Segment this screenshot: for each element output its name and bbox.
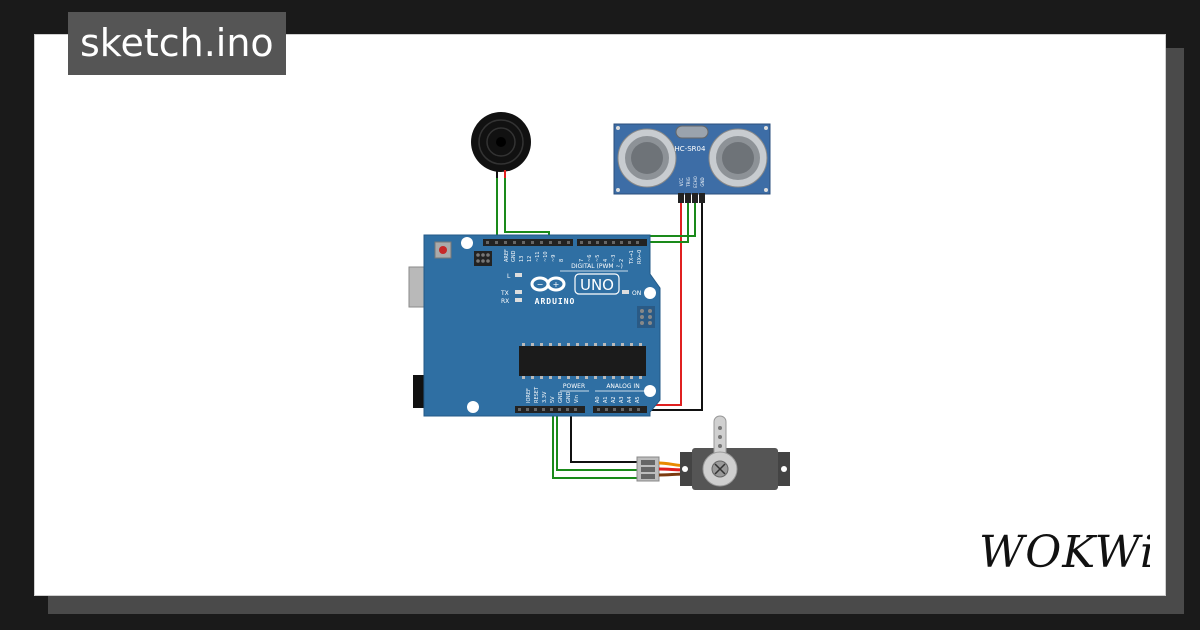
pin-label-4: 4 [603, 259, 609, 262]
pin-label-gnd2: GND [566, 391, 572, 403]
sensor-pin-echo-label: ECHO [693, 176, 698, 187]
pin-label-rx: RX←0 [637, 250, 643, 264]
pin-label-7: 7 [579, 259, 585, 262]
led-rx [515, 298, 522, 302]
pin-label-3v3: 3.3V [542, 391, 548, 403]
led-tx-label: TX [500, 290, 509, 297]
sensor-pin-trig-label: TRIG [686, 177, 691, 188]
led-rx-label: RX [501, 298, 509, 305]
board-brand-label: ARDUINO [535, 297, 576, 306]
pin-label-a1: A1 [603, 396, 609, 403]
file-name-badge: sketch.ino [68, 12, 286, 75]
svg-text:WOKWi: WOKWi [979, 527, 1150, 578]
analog-header [593, 406, 647, 413]
arduino-infinity-logo [530, 276, 566, 292]
wokwi-logo: WOKWi [979, 527, 1150, 578]
analog-in-label: ANALOG IN [606, 383, 639, 390]
pin-label-a4: A4 [627, 396, 633, 403]
led-l-label: L [507, 273, 511, 280]
pin-label-10: ~10 [543, 251, 549, 262]
wire-buzzer-signal [504, 172, 550, 244]
svg-text:+: + [553, 280, 560, 289]
pin-label-2: 2 [619, 259, 625, 262]
wire-servo-vcc [552, 410, 638, 479]
pin-label-13: 13 [519, 256, 525, 262]
pin-label-a3: A3 [619, 396, 625, 403]
sensor-model-label: HC-SR04 [675, 145, 706, 153]
ultrasonic-sensor[interactable]: HC-SR04 VCC TRIG ECHO GND [613, 123, 771, 203]
pin-label-ioref: IOREF [526, 388, 532, 403]
wire-servo-gnd [570, 410, 638, 463]
pin-label-reset: RESET [534, 386, 540, 403]
servo-motor[interactable] [636, 415, 790, 490]
aref-label: AREF [504, 249, 510, 262]
sensor-pin-vcc-label: VCC [679, 178, 684, 187]
pin-label-tx: TX→1 [629, 250, 635, 265]
arduino-uno-board[interactable]: AREF GND 13 12 ~11 ~10 ~9 8 7 ~6 ~5 4 ~3… [408, 234, 661, 417]
led-on [622, 290, 629, 294]
pin-label-11: ~11 [535, 251, 541, 262]
pin-label-12: 12 [527, 256, 533, 262]
pin-label-9: ~9 [551, 255, 557, 262]
pin-label-6: ~6 [587, 255, 593, 262]
pin-label-8: 8 [559, 259, 565, 262]
led-on-label: ON [632, 290, 641, 297]
pin-label-gnd1: GND [558, 391, 564, 403]
pin-label-vin: Vin [574, 395, 580, 403]
pin-label-a2: A2 [611, 396, 617, 403]
pin-label-a5: A5 [635, 396, 641, 403]
led-l [515, 273, 522, 277]
sensor-pin-gnd-label: GND [700, 177, 705, 186]
svg-text:−: − [537, 280, 544, 289]
pin-label-a0: A0 [595, 396, 601, 403]
wire-buzzer-gnd [496, 172, 504, 244]
digital-pwm-label: DIGITAL (PWM ~) [571, 263, 623, 270]
board-model-label: UNO [580, 276, 614, 294]
pin-label-5: ~5 [595, 255, 601, 262]
piezo-buzzer[interactable] [471, 112, 531, 178]
digital-header-left [483, 239, 573, 246]
gnd-label-top: GND [511, 250, 517, 262]
pin-label-5v: 5V [550, 396, 556, 403]
atmega-chip [519, 346, 646, 376]
power-label: POWER [563, 383, 585, 390]
pin-label-3: ~3 [611, 255, 617, 262]
led-tx [515, 290, 522, 294]
